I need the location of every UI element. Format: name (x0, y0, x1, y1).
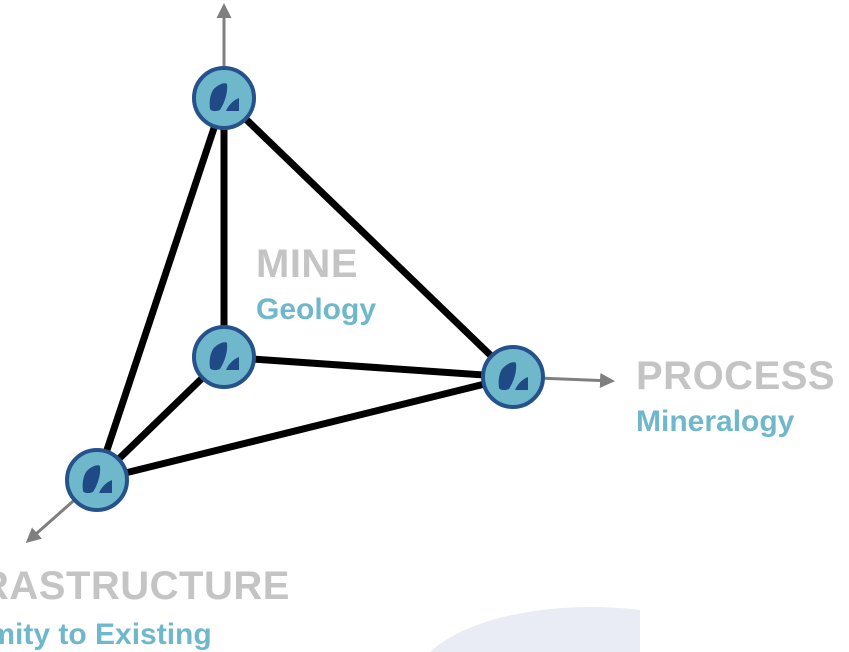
logo-icon (82, 465, 112, 494)
mine-subtitle: Geology (256, 293, 377, 326)
edge-center-right (220, 353, 517, 381)
edge-top-bottomleft (93, 94, 228, 484)
node-center (192, 325, 256, 389)
node-bottom-left (65, 448, 129, 512)
infrastructure-subtitle: imity to Existing (0, 618, 212, 651)
edge-top-right (220, 94, 517, 381)
logo-icon (209, 83, 239, 112)
logo-icon (209, 342, 239, 371)
edge-right-bottomleft (93, 373, 517, 484)
mine-title: MINE (256, 242, 358, 286)
process-title: PROCESS (636, 354, 836, 398)
process-subtitle: Mineralogy (636, 405, 795, 438)
infrastructure-title: RASTRUCTURE (0, 564, 290, 608)
logo-icon (498, 362, 528, 391)
watermark-swoosh (430, 606, 640, 652)
node-right (481, 345, 545, 409)
node-top (192, 66, 256, 130)
